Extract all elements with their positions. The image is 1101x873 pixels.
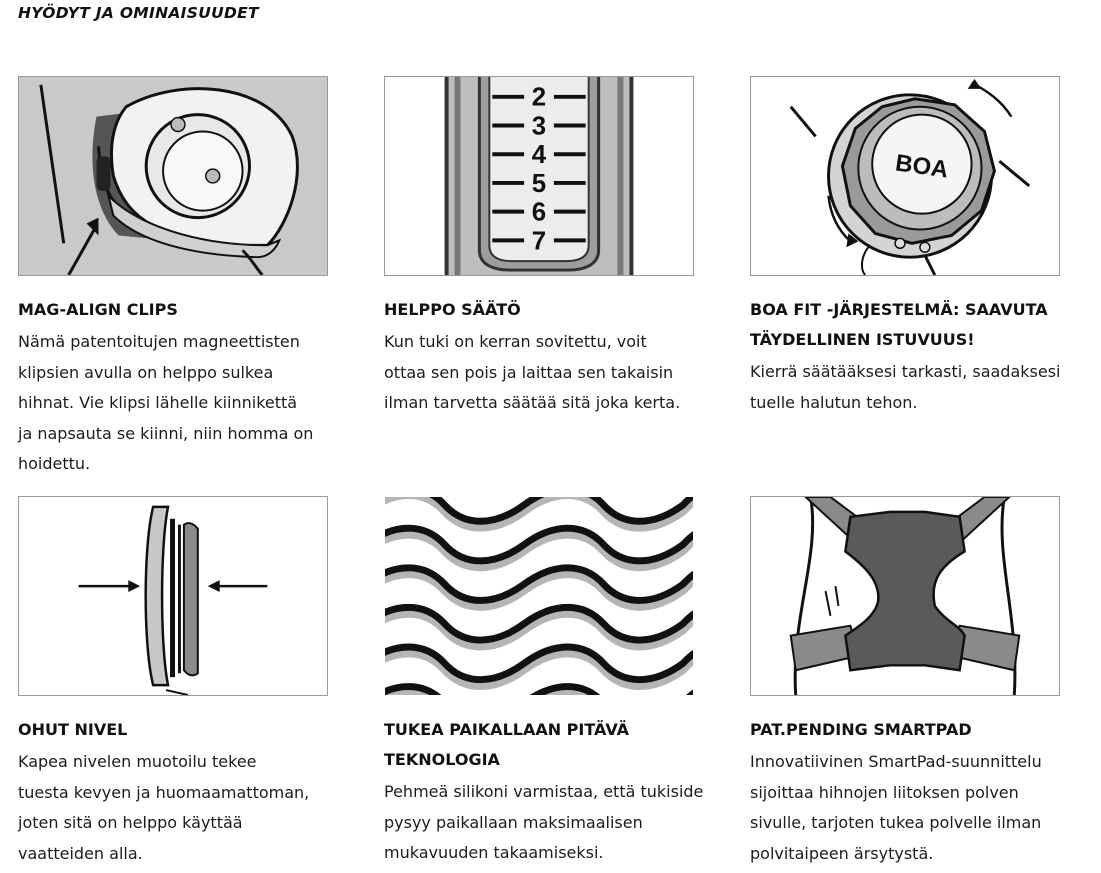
smartpad-illustration <box>750 496 1060 696</box>
desc-line: ottaa sen pois ja laittaa sen takaisin <box>384 362 674 382</box>
feature-description: Nämä patentoitujen magneettisten klipsie… <box>18 327 313 480</box>
adjustment-scale-illustration: 2 3 4 5 6 7 <box>384 76 694 276</box>
desc-line: vaatteiden alla. <box>18 843 143 863</box>
feature-description: Kun tuki on kerran sovitettu, voit ottaa… <box>384 327 680 419</box>
title-line: TUKEA PAIKALLAAN PITÄVÄ <box>384 720 630 739</box>
scale-number: 6 <box>532 199 546 227</box>
feature-description: Pehmeä silikoni varmistaa, että tukiside… <box>384 777 703 869</box>
scale-number: 3 <box>532 112 546 140</box>
desc-line: Kierrä säätääksesi tarkasti, saadaksesi <box>750 362 1061 381</box>
feature-title: TUKEA PAIKALLAAN PITÄVÄ TEKNOLOGIA <box>384 715 629 775</box>
scale-number: 7 <box>532 227 546 255</box>
desc-line: Pehmeä silikoni varmistaa, että tukiside <box>384 782 704 801</box>
scale-number: 5 <box>532 170 546 198</box>
page-heading: HYÖDYT JA OMINAISUUDET <box>18 4 259 22</box>
feature-title: MAG-ALIGN CLIPS <box>18 300 178 319</box>
title-line: TEKNOLOGIA <box>384 750 500 769</box>
feature-title: BOA FIT -JÄRJESTELMÄ: SAAVUTA TÄYDELLINE… <box>750 295 1048 355</box>
desc-line: Innovatiivinen SmartPad-suunnittelu <box>750 752 1042 771</box>
desc-line: ilman tarvetta säätää sitä joka kerta. <box>384 393 681 412</box>
desc-line: tuesta kevyen ja huomaamattoman, <box>18 782 310 802</box>
thin-hinge-illustration <box>18 496 328 696</box>
desc-line: joten sitä on helppo käyttää <box>18 813 243 832</box>
feature-description: Kierrä säätääksesi tarkasti, saadaksesi … <box>750 357 1061 418</box>
desc-line: klipsien avulla on helppo sulkea <box>18 362 274 382</box>
desc-line: pysyy paikallaan maksimaalisen <box>384 812 643 832</box>
desc-line: mukavuuden takaamiseksi. <box>384 843 604 862</box>
desc-line: hoidettu. <box>18 454 91 473</box>
desc-line: sivulle, tarjoten tukea polvelle ilman <box>750 813 1042 832</box>
desc-line: hihnat. Vie klipsi lähelle kiinnikettä <box>18 393 298 412</box>
scale-number: 4 <box>532 141 547 169</box>
desc-line: tuelle halutun tehon. <box>750 392 918 412</box>
feature-title: HELPPO SÄÄTÖ <box>384 300 521 319</box>
title-line: BOA FIT -JÄRJESTELMÄ: SAAVUTA <box>750 300 1048 319</box>
scale-number: 2 <box>532 84 546 112</box>
desc-line: sijoittaa hihnojen liitoksen polven <box>750 782 1019 802</box>
feature-description: Innovatiivinen SmartPad-suunnittelu sijo… <box>750 747 1042 869</box>
desc-line: polvitaipeen ärsytystä. <box>750 843 934 863</box>
title-line: TÄYDELLINEN ISTUVUUS! <box>750 330 975 349</box>
desc-line: Nämä patentoitujen magneettisten <box>18 332 300 351</box>
mag-align-illustration <box>18 76 328 276</box>
desc-line: ja napsauta se kiinni, niin homma on <box>18 423 314 443</box>
boa-dial-illustration: BOA <box>750 76 1060 276</box>
desc-line: Kun tuki on kerran sovitettu, voit <box>384 332 647 351</box>
feature-title: PAT.PENDING SMARTPAD <box>750 720 972 739</box>
feature-title: OHUT NIVEL <box>18 720 128 739</box>
desc-line: Kapea nivelen muotoilu tekee <box>18 752 257 771</box>
silicone-wave-illustration <box>384 496 694 696</box>
feature-description: Kapea nivelen muotoilu tekee tuesta kevy… <box>18 747 309 869</box>
